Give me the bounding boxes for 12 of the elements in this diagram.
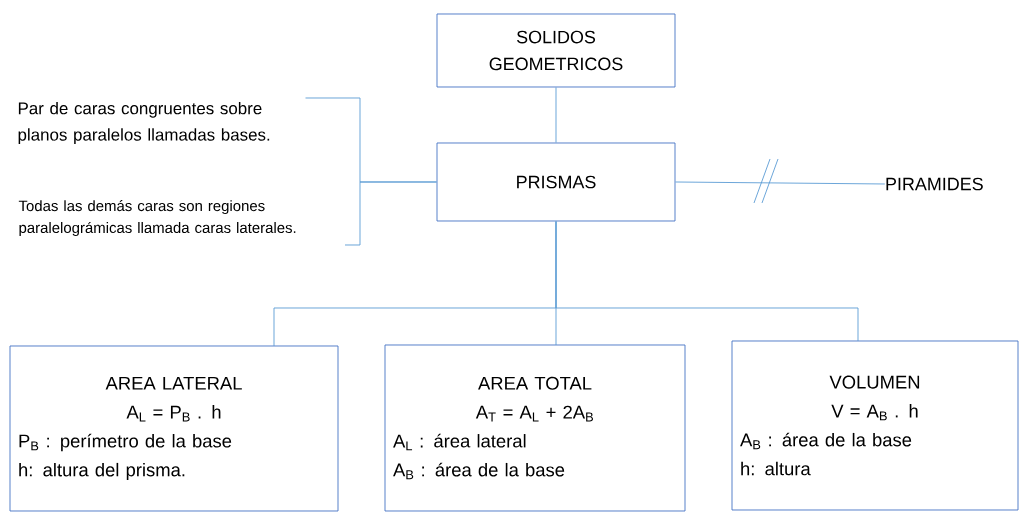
connector-line bbox=[555, 221, 859, 342]
text-label: Par de caras congruentes sobre planos paralelos llamadas bases. bbox=[18, 101, 270, 145]
node-label: PIRAMIDES bbox=[886, 177, 983, 191]
formula-box: VOLUMEN V = A$_{B}$ . h A$_{B}$ : área de la base h: altura bbox=[731, 340, 1019, 511]
process-box: PRISMAS bbox=[436, 142, 676, 222]
connector-line bbox=[344, 181, 437, 246]
formula-box: AREA LATERAL A$_{L}$ = P$_{B}$ . h P$_{B}$ : perímetro de la base h: altura del prisma. bbox=[9, 345, 339, 512]
text-label: Todas las demás caras son regiones paralelográmicas llamada caras laterales. bbox=[18, 200, 296, 236]
formula-box: AREA TOTAL A$_{T}$ = A$_{L}$ + 2A$_{B}$ A$_{L}$ : área lateral A$_{B}$ : área de la base bbox=[384, 344, 686, 512]
connector-line bbox=[555, 87, 557, 143]
process-box: SOLIDOS GEOMETRICOS bbox=[436, 13, 676, 88]
connector-line bbox=[675, 181, 886, 185]
